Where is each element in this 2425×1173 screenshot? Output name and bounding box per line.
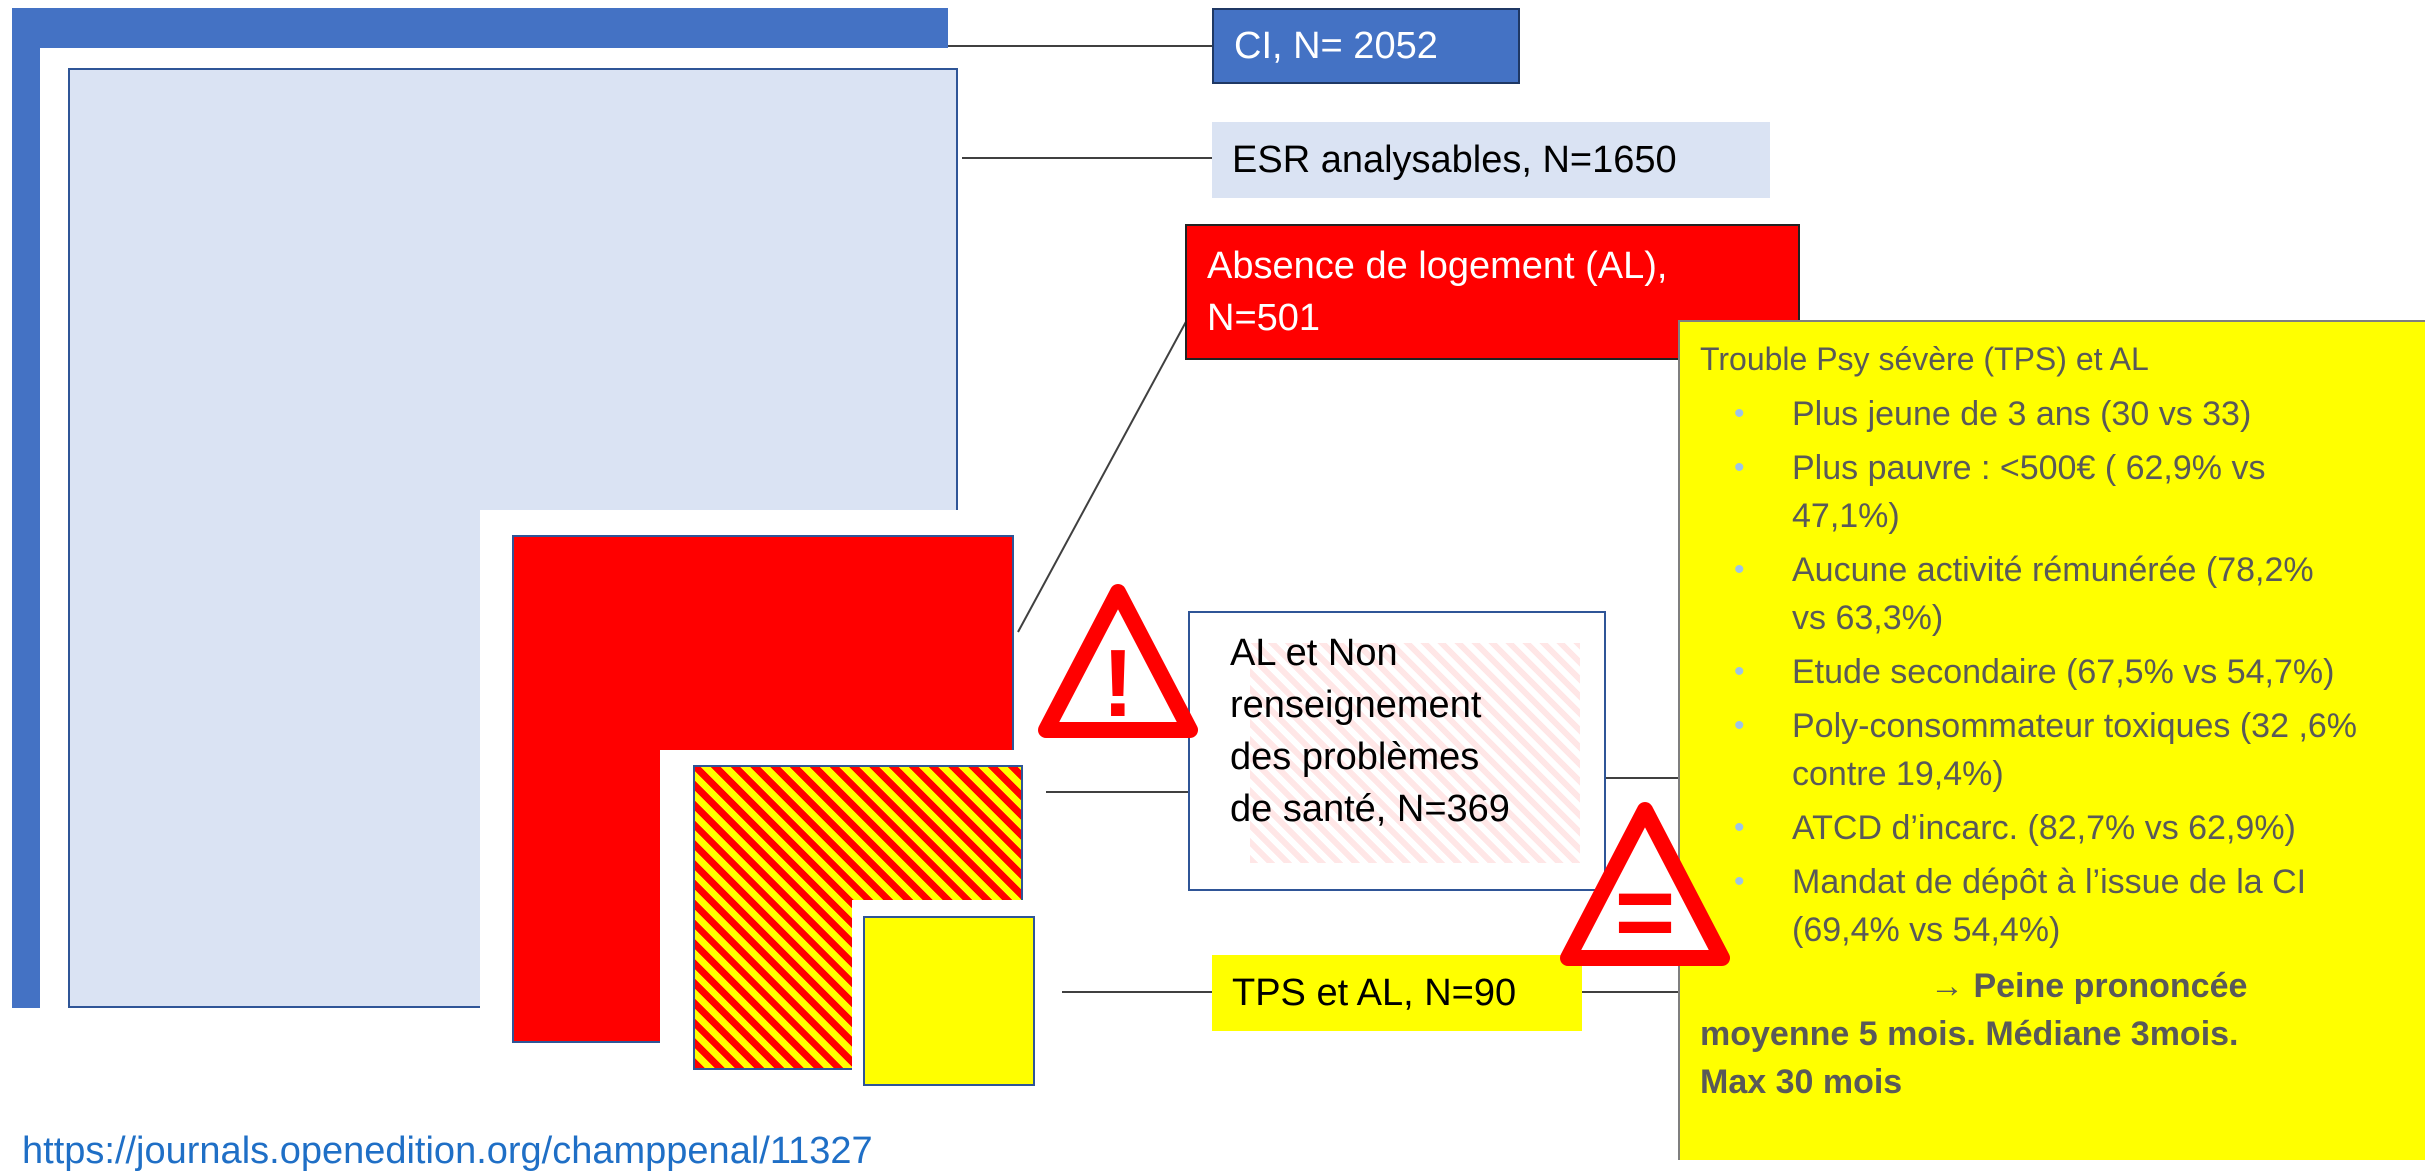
esr-label-text: ESR analysables, N=1650 (1232, 139, 1677, 181)
ci-label-text: CI, N= 2052 (1234, 25, 1438, 67)
tps-label-text: TPS et AL, N=90 (1232, 972, 1517, 1014)
panel-list-item: • Plus pauvre : <500€ ( 62,9% vs 47,1%) (1700, 444, 2405, 540)
esr-label: ESR analysables, N=1650 (1212, 122, 1770, 198)
conclusion-line3: Max 30 mois (1700, 1063, 1903, 1101)
conclusion-line2: moyenne 5 mois. Médiane 3mois. (1700, 1015, 2239, 1053)
panel-list-item-line: Aucune activité rémunérée (78,2% (1792, 551, 2314, 589)
panel-list-item: • Mandat de dépôt à l’issue de la CI (69,4… (1700, 858, 2405, 954)
warning-equals-glyph: = (1615, 855, 1676, 970)
tps-label: TPS et AL, N=90 (1212, 955, 1582, 1031)
panel-list-item-line: (69,4% vs 54,4%) (1792, 911, 2061, 949)
panel-list-item-line: 47,1%) (1792, 497, 1900, 535)
panel-list-item: • Plus jeune de 3 ans (30 vs 33) (1700, 390, 2405, 438)
panel-list-item: • Poly-consommateur toxiques (32 ,6% contr… (1700, 702, 2405, 798)
panel-list-item-line: Mandat de dépôt à l’issue de la CI (1792, 863, 2307, 901)
nr-label: AL et Non renseignement des problèmes de… (1188, 611, 1606, 891)
warning-exclamation-glyph: ! (1102, 630, 1134, 737)
nr-label-hatch (1250, 643, 1580, 863)
bullet-icon: • (1734, 709, 1745, 742)
panel-title: Trouble Psy sévère (TPS) et AL (1700, 341, 2149, 377)
nr-label-line4: de santé, N=369 (1230, 788, 1510, 830)
panel-conclusion: → Peine prononcée moyenne 5 mois. Médian… (1700, 962, 2405, 1106)
source-link[interactable]: https://journals.openedition.org/champpe… (22, 1130, 873, 1172)
bullet-icon: • (1734, 553, 1745, 586)
panel-list-item-line: vs 63,3%) (1792, 599, 1944, 637)
bullet-icon: • (1734, 865, 1745, 898)
panel-list-item-line: Poly-consommateur toxiques (32 ,6% (1792, 707, 2358, 745)
ci-label: CI, N= 2052 (1212, 8, 1520, 84)
panel-list: • Plus jeune de 3 ans (30 vs 33) • Plus pau… (1700, 390, 2405, 954)
panel-list-item-line: ATCD d’incarc. (82,7% vs 62,9%) (1792, 809, 2296, 847)
bullet-icon: • (1734, 655, 1745, 688)
warning-equals-icon: = (1560, 802, 1730, 970)
panel-list-item-line: Plus pauvre : <500€ ( 62,9% vs (1792, 449, 2266, 487)
bullet-icon: • (1734, 451, 1745, 484)
conclusion-arrow-icon: → (1930, 967, 1964, 1005)
tps-info-panel: Trouble Psy sévère (TPS) et AL • Plus jeu… (1678, 320, 2425, 1160)
conclusion-line1: Peine prononcée (1973, 967, 2248, 1005)
bullet-icon: • (1734, 397, 1745, 430)
panel-list-item: • ATCD d’incarc. (82,7% vs 62,9%) (1700, 804, 2405, 852)
al-label-line2: N=501 (1207, 297, 1321, 339)
nr-label-line3: des problèmes (1230, 736, 1480, 778)
nr-label-line1: AL et Non (1230, 632, 1398, 674)
panel-list-item-line: Plus jeune de 3 ans (30 vs 33) (1792, 395, 2252, 433)
panel-list-item: • Aucune activité rémunérée (78,2% vs 63,3… (1700, 546, 2405, 642)
nr-label-line2: renseignement (1230, 684, 1482, 726)
panel-list-item: • Etude secondaire (67,5% vs 54,7%) (1700, 648, 2405, 696)
warning-exclamation-icon: ! (1038, 584, 1198, 738)
panel-list-item-line: contre 19,4%) (1792, 755, 2004, 793)
bullet-icon: • (1734, 811, 1745, 844)
al-label-line1: Absence de logement (AL), (1207, 245, 1668, 287)
panel-list-item-line: Etude secondaire (67,5% vs 54,7%) (1792, 653, 2335, 691)
tps-square (863, 916, 1035, 1086)
